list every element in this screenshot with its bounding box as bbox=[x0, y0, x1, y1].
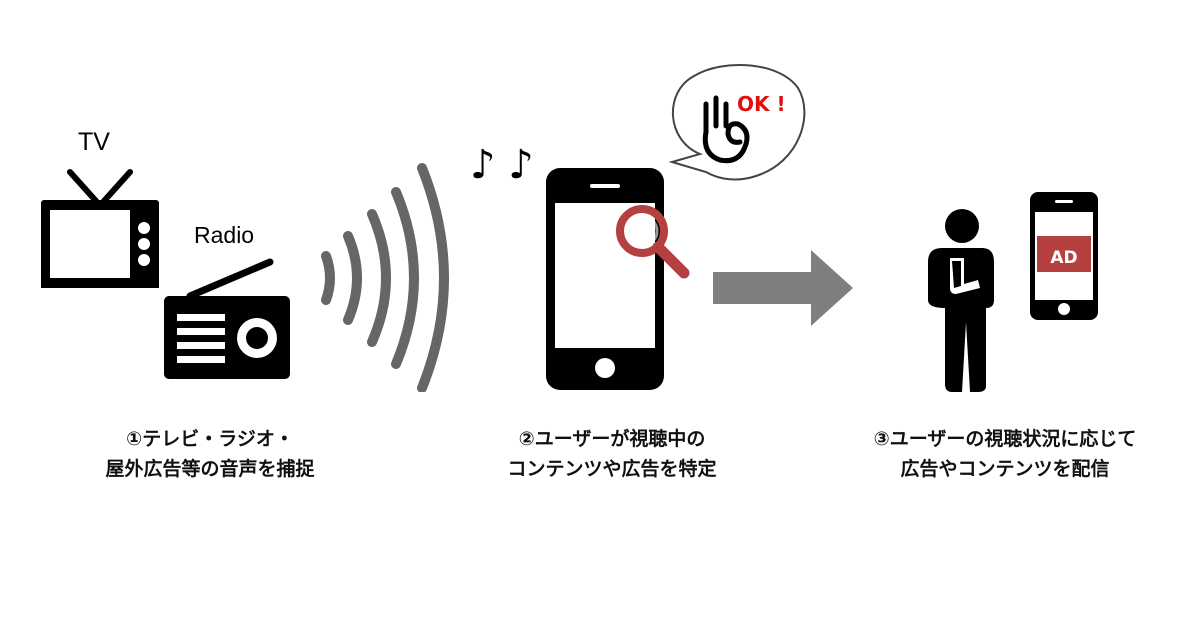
music-notes-icon: ♪ ♪ bbox=[470, 142, 534, 188]
ok-hand-icon bbox=[702, 95, 750, 164]
step3-caption-line1: ③ユーザーの視聴状況に応じて bbox=[873, 428, 1137, 450]
person-icon bbox=[928, 209, 994, 392]
tv-icon bbox=[41, 169, 159, 288]
ok-text: OK ! bbox=[737, 92, 786, 116]
tv-label: TV bbox=[78, 128, 110, 156]
radio-icon bbox=[164, 258, 290, 379]
step3-caption-line2: 広告やコンテンツを配信 bbox=[900, 458, 1110, 480]
step2-caption-line1: ②ユーザーが視聴中の bbox=[518, 428, 706, 450]
magnifier-icon bbox=[616, 205, 690, 279]
step3-caption: ③ユーザーの視聴状況に応じて 広告やコンテンツを配信 bbox=[840, 424, 1170, 484]
step1-caption-line2: 屋外広告等の音声を捕捉 bbox=[105, 458, 315, 480]
radio-label: Radio bbox=[194, 222, 255, 248]
smartphone-ad-icon bbox=[1030, 192, 1098, 320]
step1-caption: ①テレビ・ラジオ・ 屋外広告等の音声を捕捉 bbox=[50, 424, 370, 484]
step2-caption: ②ユーザーが視聴中の コンテンツや広告を特定 bbox=[452, 424, 772, 484]
sound-waves-icon bbox=[321, 163, 449, 392]
ad-text: AD bbox=[1050, 248, 1078, 268]
arrow-right-icon bbox=[713, 250, 853, 326]
smartphone-icon bbox=[546, 168, 664, 390]
step2-caption-line2: コンテンツや広告を特定 bbox=[507, 458, 717, 480]
step1-caption-line1: ①テレビ・ラジオ・ bbox=[126, 428, 294, 450]
